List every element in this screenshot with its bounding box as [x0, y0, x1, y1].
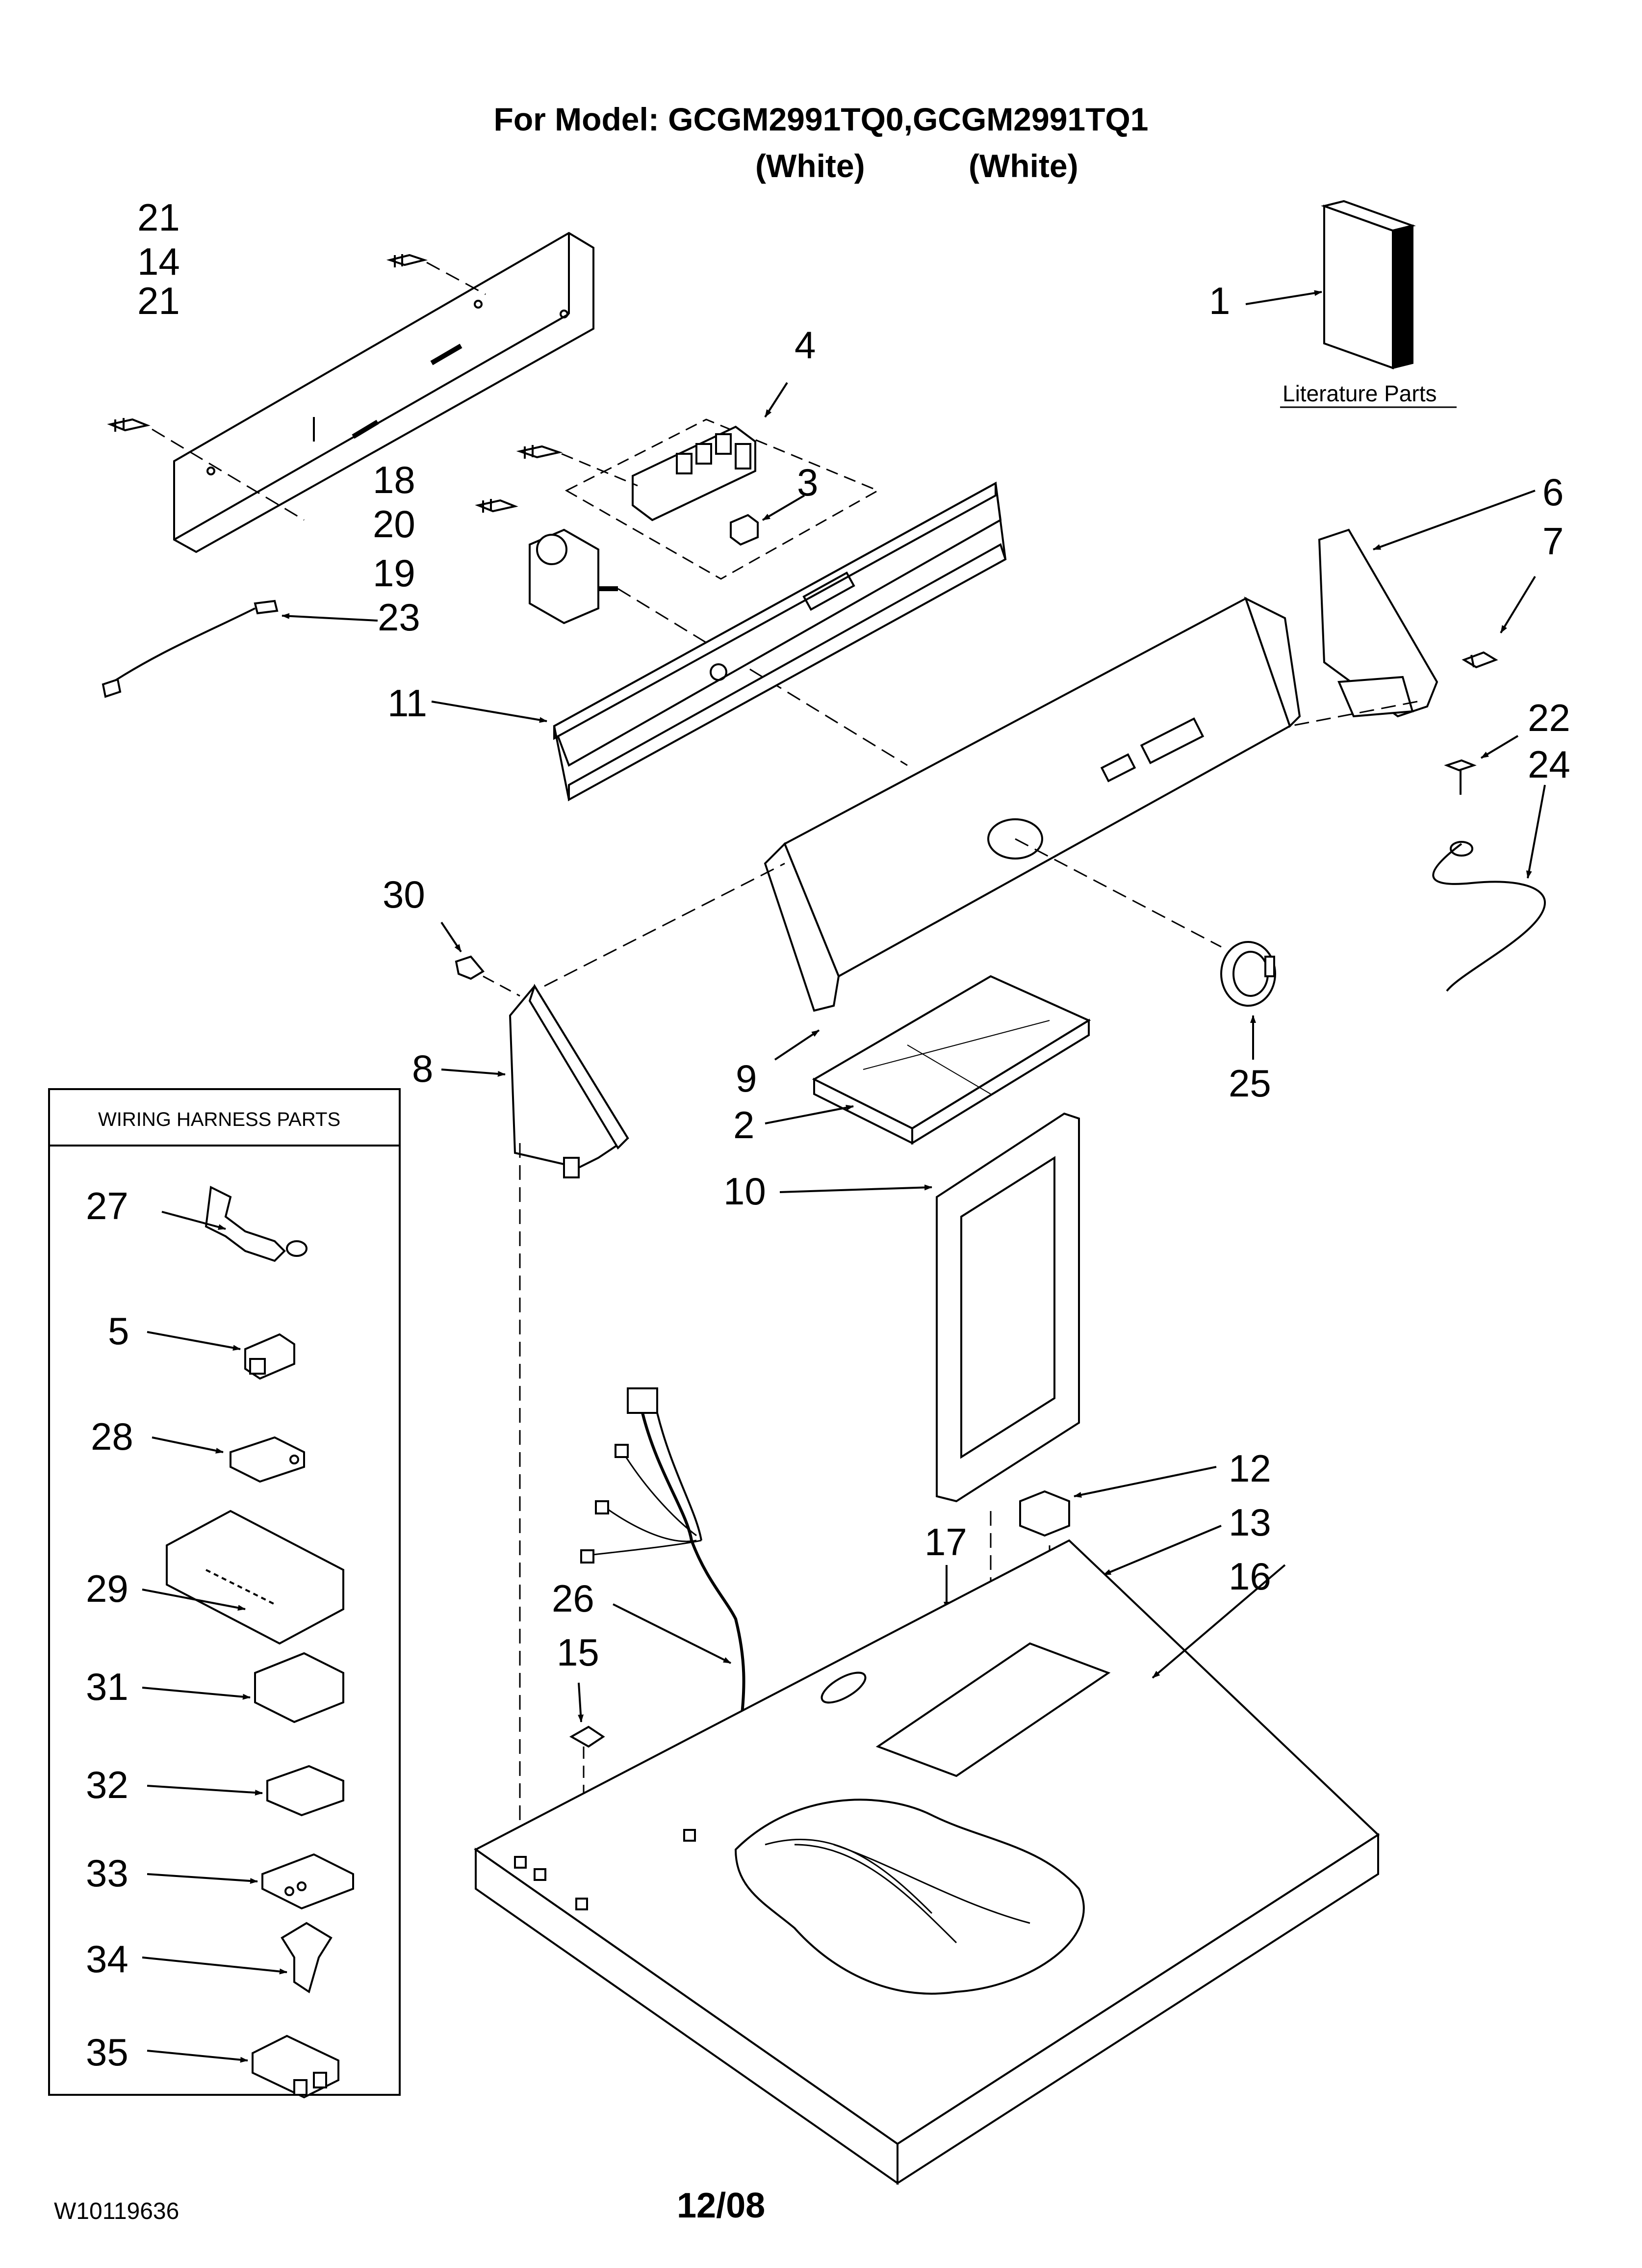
callout-1: 1	[1209, 279, 1230, 322]
connector-part-33	[261, 1853, 354, 1910]
callout-9: 9	[736, 1057, 757, 1100]
callout-6: 6	[1542, 470, 1564, 514]
callout-29: 29	[86, 1567, 128, 1610]
lint-housing-part-10	[936, 1112, 1080, 1503]
wire-part-23	[102, 600, 279, 698]
callout-22: 22	[1528, 696, 1570, 739]
control-panel-rear-plate-part-14	[173, 232, 594, 553]
callout-10: 10	[723, 1170, 766, 1213]
wiring-harness-title: WIRING HARNESS PARTS	[98, 1109, 340, 1130]
revision-date: 12/08	[677, 2186, 766, 2225]
clip-part-34	[281, 1922, 333, 1994]
end-cap-left-part-8	[509, 984, 629, 1178]
callout-28: 28	[91, 1415, 133, 1458]
callout-12: 12	[1229, 1447, 1271, 1490]
clip-part-15	[569, 1725, 605, 1748]
callout-7: 7	[1542, 520, 1564, 563]
connector-part-31	[254, 1652, 344, 1723]
connector-part-28	[230, 1436, 305, 1483]
callout-20: 20	[373, 502, 415, 546]
ground-screw-part-22	[1444, 759, 1477, 795]
top-panel-part-16	[474, 1539, 1380, 2185]
end-cap-right-part-6	[1318, 528, 1438, 718]
callout-27: 27	[86, 1184, 128, 1227]
callout-24: 24	[1528, 743, 1570, 786]
callout-21-bottom: 21	[137, 279, 180, 322]
callout-8: 8	[412, 1047, 433, 1090]
callout-35: 35	[86, 2031, 128, 2074]
callout-5: 5	[108, 1309, 129, 1353]
connector-part-5	[244, 1333, 295, 1380]
callout-17: 17	[924, 1520, 967, 1564]
terminal-part-27	[205, 1185, 308, 1262]
control-panel-bracket-part-11	[553, 481, 1007, 802]
callout-13: 13	[1229, 1501, 1271, 1544]
switch-assembly-part-4	[564, 418, 880, 580]
console-part-9	[764, 597, 1301, 1012]
diagram-title: For Model: GCGM2991TQ0,GCGM2991TQ1	[493, 101, 1149, 137]
callout-34: 34	[86, 1937, 128, 1981]
knob-part-25	[1220, 941, 1276, 1007]
screw-part-20	[475, 499, 518, 513]
callout-18: 18	[373, 458, 415, 501]
clip-part-12	[1019, 1490, 1070, 1537]
callout-26: 26	[552, 1577, 594, 1620]
wiring-harness-parts-box	[48, 1088, 401, 2096]
timer-switch-part-19	[529, 528, 618, 625]
callout-19: 19	[373, 551, 415, 595]
callout-30: 30	[383, 873, 425, 916]
callout-14: 14	[137, 240, 180, 283]
callout-3: 3	[797, 461, 818, 504]
color-label-right: (White)	[969, 148, 1078, 184]
callout-11: 11	[387, 681, 427, 725]
ground-wire-part-24	[1432, 841, 1546, 992]
callout-33: 33	[86, 1851, 128, 1895]
callout-4: 4	[795, 323, 816, 366]
callout-15: 15	[557, 1631, 599, 1674]
callout-32: 32	[86, 1763, 128, 1806]
connector-part-32	[266, 1765, 344, 1817]
callout-2: 2	[733, 1103, 754, 1147]
literature-parts-label: Literature Parts	[1283, 381, 1437, 406]
callout-23: 23	[378, 596, 420, 639]
callout-16: 16	[1229, 1555, 1271, 1598]
wire-harness-part-26	[580, 1387, 745, 1727]
connector-part-35	[252, 2034, 339, 2099]
callout-25: 25	[1229, 1062, 1271, 1105]
screw-part-18	[516, 445, 563, 459]
callout-31: 31	[86, 1665, 128, 1708]
screw-part-7	[1462, 651, 1498, 669]
document-id: W10119636	[54, 2198, 180, 2224]
switch-knob-part-3	[730, 514, 759, 546]
literature-booklet-part-1	[1321, 200, 1416, 369]
connector-block-part-29	[166, 1510, 344, 1645]
callout-21-top: 21	[137, 196, 180, 239]
color-label-left: (White)	[755, 148, 865, 184]
clip-part-30	[455, 955, 485, 980]
lint-screen-part-2	[812, 975, 1091, 1145]
screw-part-21-left	[107, 418, 151, 432]
screw-part-21-top	[386, 254, 428, 267]
